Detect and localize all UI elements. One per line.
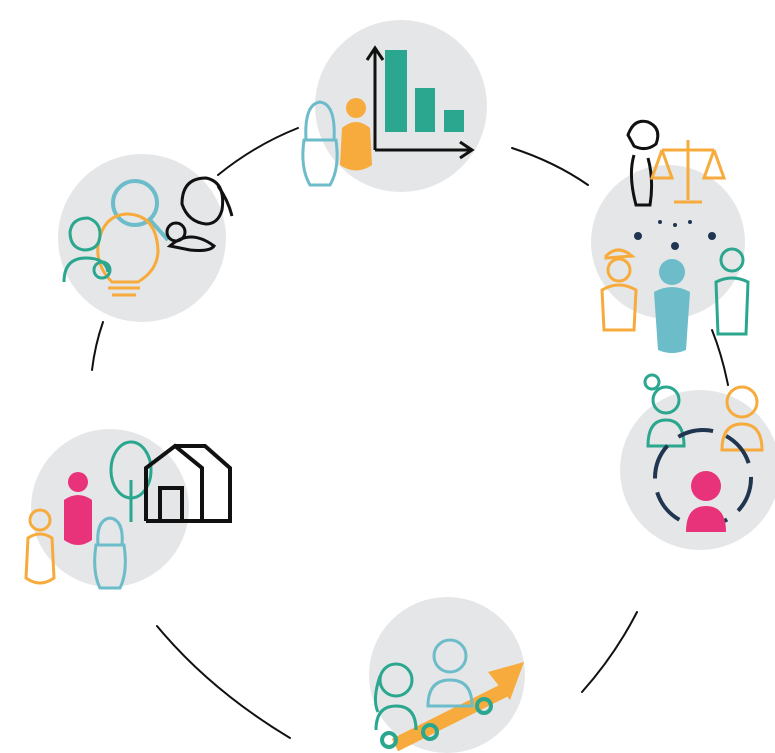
node-research <box>62 176 234 297</box>
connector-arc <box>581 611 638 693</box>
capped-person-icon <box>600 248 638 332</box>
node-family <box>24 440 232 590</box>
connector-arc <box>711 329 729 386</box>
node-data-analysis <box>301 45 475 187</box>
woman-icon <box>626 119 660 207</box>
lightbulb-icon <box>96 212 160 297</box>
node-justice <box>600 119 750 353</box>
node-circle-justice <box>591 165 745 319</box>
person-icon <box>643 373 686 448</box>
node-growth <box>373 638 524 752</box>
person-icon <box>426 638 474 708</box>
connector-arcs <box>91 127 729 739</box>
person-icon <box>686 471 726 532</box>
tree-icon <box>109 440 153 522</box>
connection-dots <box>634 220 716 250</box>
person-icon <box>340 98 372 171</box>
veiled-woman-icon <box>93 516 127 590</box>
bar-chart-icon <box>365 45 475 160</box>
node-circle-community <box>620 390 775 550</box>
connector-arc <box>91 321 104 371</box>
person-icon <box>62 216 112 283</box>
person-icon <box>720 385 764 452</box>
person-icon <box>654 259 690 353</box>
house-icon <box>144 443 232 523</box>
node-community <box>643 373 764 532</box>
gear-dots <box>380 697 493 749</box>
woman-icon <box>373 662 418 731</box>
connector-arc <box>217 127 299 176</box>
veiled-woman-icon <box>301 100 339 187</box>
person-icon <box>714 247 750 336</box>
connector-arc <box>511 147 589 186</box>
connector-arc <box>156 625 291 739</box>
person-icon <box>64 472 92 545</box>
child-icon <box>24 508 56 585</box>
mother-baby-icon <box>165 176 234 252</box>
scales-icon <box>649 140 727 204</box>
magnifier-icon <box>111 179 170 242</box>
